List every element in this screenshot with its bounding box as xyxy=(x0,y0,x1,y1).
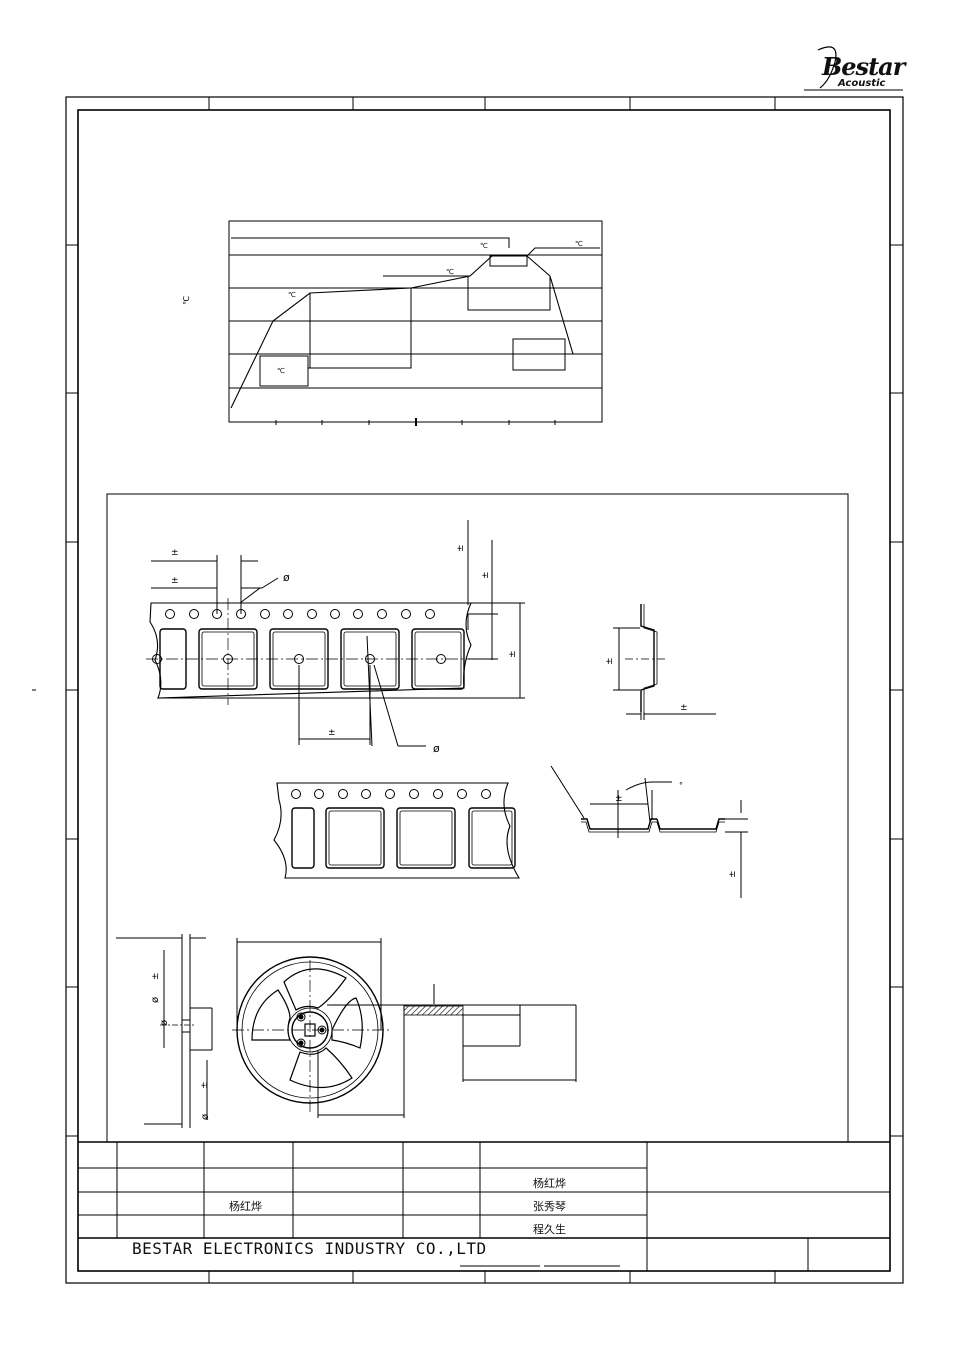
pocket-section-view xyxy=(613,604,716,720)
celsius-label: ℃ xyxy=(446,268,454,276)
unit-label: ℃ xyxy=(182,296,191,305)
preheat-box xyxy=(259,355,309,387)
tolerance-symbol: ± xyxy=(171,576,179,586)
degree-symbol: ° xyxy=(679,781,683,790)
title-block-grid xyxy=(78,1141,890,1271)
celsius-label: ℃ xyxy=(288,291,296,299)
celsius-label: ℃ xyxy=(277,367,285,375)
tolerance-symbol: ± xyxy=(615,794,623,804)
diameter-symbol: ø xyxy=(433,742,440,755)
tolerance-symbol: ± xyxy=(680,703,688,713)
cooling-box xyxy=(512,338,566,371)
tape-profile-view xyxy=(550,765,748,898)
reflow-time-bracket xyxy=(467,276,551,311)
brand-logo-sub: Acoustic xyxy=(838,78,886,89)
celsius-label: ℃ xyxy=(575,240,583,248)
tolerance-symbol: ± xyxy=(456,544,466,552)
signer-name: 程久生 xyxy=(533,1223,566,1236)
reel-front-view xyxy=(232,938,577,1118)
diameter-symbol: ø xyxy=(200,1114,211,1120)
logo-mark xyxy=(817,46,837,89)
diameter-symbol: ø xyxy=(150,997,161,1003)
company-name: BESTAR ELECTRONICS INDUSTRY CO.,LTD xyxy=(132,1239,487,1258)
tolerance-symbol: ± xyxy=(605,657,615,665)
sprocket-holes-2 xyxy=(291,789,491,799)
sheet-frame xyxy=(32,89,904,1284)
diameter-symbol: ø xyxy=(283,571,290,584)
drawn-by-name: 杨红烨 xyxy=(229,1200,262,1213)
diameter-symbol: ø xyxy=(159,1020,170,1026)
celsius-label: ℃ xyxy=(480,242,488,250)
tolerance-symbol: ± xyxy=(151,972,161,980)
tolerance-symbol: ± xyxy=(728,870,738,878)
tolerance-symbol: ± xyxy=(200,1081,210,1089)
cover-tape-view xyxy=(273,782,520,879)
tolerance-symbol: ± xyxy=(481,571,491,579)
profile-curve xyxy=(230,255,574,409)
preheat-bracket xyxy=(309,288,412,369)
peak-leader xyxy=(526,247,600,257)
packaging-frame xyxy=(106,493,849,1143)
tolerance-symbol: ± xyxy=(508,650,518,658)
tolerance-symbol: ± xyxy=(328,728,336,738)
tolerance-symbol: ± xyxy=(171,548,179,558)
approver-name: 杨红烨 xyxy=(533,1177,566,1190)
reel-side-view xyxy=(116,934,213,1128)
annotation-symbols: ℃ ℃ ℃ ℃ ℃ ℃ ± ± ø ± ± ± ± ø ± ± ± ° ± ± … xyxy=(150,240,738,1120)
brand-logo: Bestar xyxy=(822,52,905,81)
checker-name: 张秀琴 xyxy=(533,1200,566,1213)
peak-box xyxy=(489,255,528,267)
carrier-tape-view xyxy=(146,520,525,747)
peak-time-bracket xyxy=(231,237,510,248)
sprocket-holes xyxy=(165,609,435,619)
reflow-profile-chart xyxy=(228,220,603,426)
